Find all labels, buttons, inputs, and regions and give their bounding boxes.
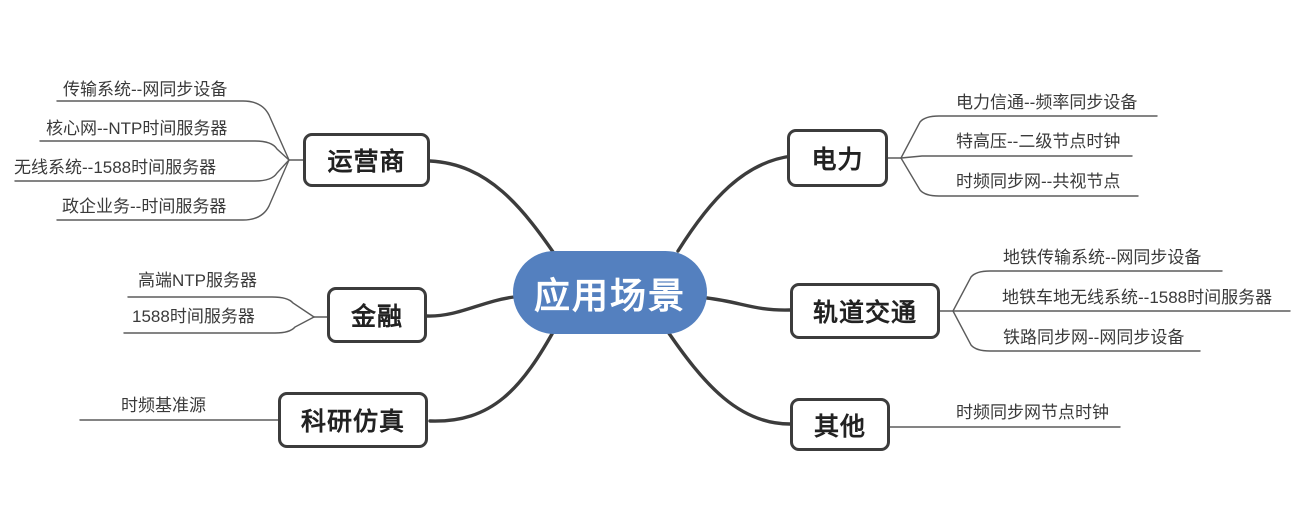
edge-center-power bbox=[676, 154, 794, 253]
edge-center-research bbox=[428, 323, 559, 423]
leaf-line-op-2 bbox=[14, 159, 290, 182]
leaf-node-power-3[interactable]: 时频同步网--共视节点 bbox=[956, 172, 1121, 191]
leaf-line-pow-2 bbox=[900, 157, 1139, 197]
branch-node-power[interactable]: 电力 bbox=[787, 129, 888, 187]
leaf-node-other-1[interactable]: 时频同步网节点时钟 bbox=[956, 403, 1109, 422]
leaf-fan-lines bbox=[14, 100, 1291, 428]
leaf-node-finance-2[interactable]: 1588时间服务器 bbox=[132, 307, 255, 326]
branch-node-operators[interactable]: 运营商 bbox=[303, 133, 430, 187]
leaf-node-rail-1[interactable]: 地铁传输系统--网同步设备 bbox=[1003, 248, 1202, 267]
leaf-line-pow-1 bbox=[900, 155, 1133, 159]
branch-node-research[interactable]: 科研仿真 bbox=[278, 392, 428, 448]
main-branch-curves bbox=[425, 154, 794, 426]
branch-node-other[interactable]: 其他 bbox=[790, 398, 890, 451]
leaf-line-rail-0 bbox=[952, 270, 1223, 312]
leaf-node-rail-2[interactable]: 地铁车地无线系统--1588时间服务器 bbox=[1002, 288, 1273, 307]
leaf-node-operators-4[interactable]: 政企业务--时间服务器 bbox=[62, 197, 227, 216]
central-topic-node[interactable]: 应用场景 bbox=[513, 251, 707, 334]
branch-node-rail-transit[interactable]: 轨道交通 bbox=[790, 283, 940, 339]
leaf-line-op-0 bbox=[56, 100, 290, 161]
edge-center-operators bbox=[428, 159, 562, 264]
leaf-node-research-1[interactable]: 时频基准源 bbox=[121, 396, 206, 415]
leaf-node-operators-3[interactable]: 无线系统--1588时间服务器 bbox=[14, 158, 217, 177]
leaf-node-operators-2[interactable]: 核心网--NTP时间服务器 bbox=[46, 119, 228, 138]
leaf-line-pow-0 bbox=[900, 115, 1158, 159]
leaf-node-finance-1[interactable]: 高端NTP服务器 bbox=[138, 271, 257, 290]
branch-node-finance[interactable]: 金融 bbox=[327, 287, 427, 343]
leaf-node-operators-1[interactable]: 传输系统--网同步设备 bbox=[63, 80, 228, 99]
leaf-line-op-1 bbox=[39, 140, 290, 161]
edge-center-finance bbox=[425, 295, 516, 318]
edge-center-rail bbox=[705, 296, 792, 312]
edge-center-other bbox=[662, 324, 792, 426]
leaf-line-op-3 bbox=[56, 159, 290, 221]
leaf-node-power-2[interactable]: 特高压--二级节点时钟 bbox=[956, 132, 1121, 151]
leaf-line-fin-1 bbox=[123, 316, 315, 334]
leaf-line-rail-2 bbox=[952, 310, 1201, 352]
leaf-node-power-1[interactable]: 电力信通--频率同步设备 bbox=[956, 93, 1138, 112]
leaf-node-rail-3[interactable]: 铁路同步网--网同步设备 bbox=[1003, 328, 1185, 347]
leaf-line-fin-0 bbox=[127, 296, 315, 318]
